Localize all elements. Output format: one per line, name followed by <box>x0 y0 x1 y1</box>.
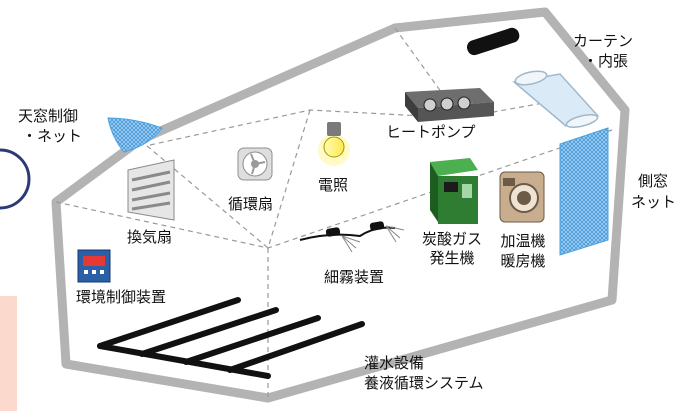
circulation-fan-label: 循環扇 <box>228 195 274 213</box>
curtain-roll-icon <box>466 27 520 56</box>
lamp-icon <box>318 122 350 166</box>
co2-label-2: 発生機 <box>429 249 475 267</box>
skylight-net-label: ・ネット <box>22 127 83 145</box>
skylight-label: 天窓制御 <box>18 107 79 125</box>
heater-label-2: 暖房機 <box>500 252 546 270</box>
left-edge-circle <box>0 148 31 210</box>
side-net-icon <box>559 127 609 256</box>
co2-label-1: 炭酸ガス <box>421 230 482 248</box>
side-net-label: ネット <box>631 193 677 211</box>
circulation-fan-icon <box>237 147 273 181</box>
heater-icon <box>499 171 545 223</box>
pink-accent-block <box>0 296 17 411</box>
heat-pump-label: ヒートポンプ <box>386 123 476 141</box>
inner-lining-icon <box>512 70 600 128</box>
ventilation-fan-label: 換気扇 <box>127 228 173 246</box>
greenhouse-frame <box>51 7 630 403</box>
mist-device-label: 細霧装置 <box>324 268 385 286</box>
side-window-label: 側窓 <box>638 172 669 190</box>
lighting-label: 電照 <box>318 176 349 194</box>
skylight-net-icon <box>107 117 163 153</box>
env-control-label: 環境制御装置 <box>76 288 167 306</box>
nutrient-system-label: 養液循環システム <box>364 374 484 392</box>
co2-generator-icon <box>430 158 478 224</box>
heat-pump-icon <box>405 88 494 122</box>
irrigation-label: 灌水設備 <box>364 354 425 372</box>
ventilation-fan-icon <box>127 159 175 221</box>
control-panel-icon <box>77 249 111 283</box>
irrigation-pipe-icon <box>97 297 365 379</box>
heater-label-1: 加温機 <box>500 232 546 250</box>
mist-nozzle-icon <box>299 221 405 253</box>
inner-lining-label: ・内張 <box>583 52 629 70</box>
curtain-label: カーテン <box>573 32 634 50</box>
